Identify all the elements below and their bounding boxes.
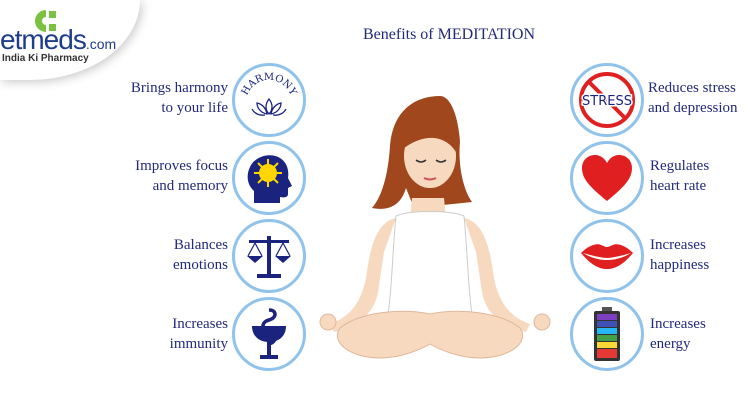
lips-smile-icon: [570, 219, 644, 293]
battery-icon: [570, 297, 644, 371]
logo-suffix: .com: [85, 36, 117, 52]
meditating-woman-illustration: [319, 96, 551, 359]
logo-name: etmeds: [0, 24, 87, 55]
no-stress-icon-text: STRESS: [582, 94, 632, 109]
harmony-lotus-icon: HARMONY: [232, 63, 306, 137]
svg-text:HARMONY: HARMONY: [240, 72, 299, 97]
plus-icon: [35, 10, 56, 32]
head-brain-icon: [232, 141, 306, 215]
netmeds-logo: etmeds.com India Ki Pharmacy: [0, 4, 130, 74]
bowl-of-hygieia-icon: [232, 297, 306, 371]
logo-tagline: India Ki Pharmacy: [2, 53, 89, 64]
heart-icon: [570, 141, 644, 215]
page-title: Benefits of MEDITATION: [362, 26, 535, 43]
no-stress-icon: STRESS: [570, 63, 644, 137]
scales-icon: [232, 219, 306, 293]
